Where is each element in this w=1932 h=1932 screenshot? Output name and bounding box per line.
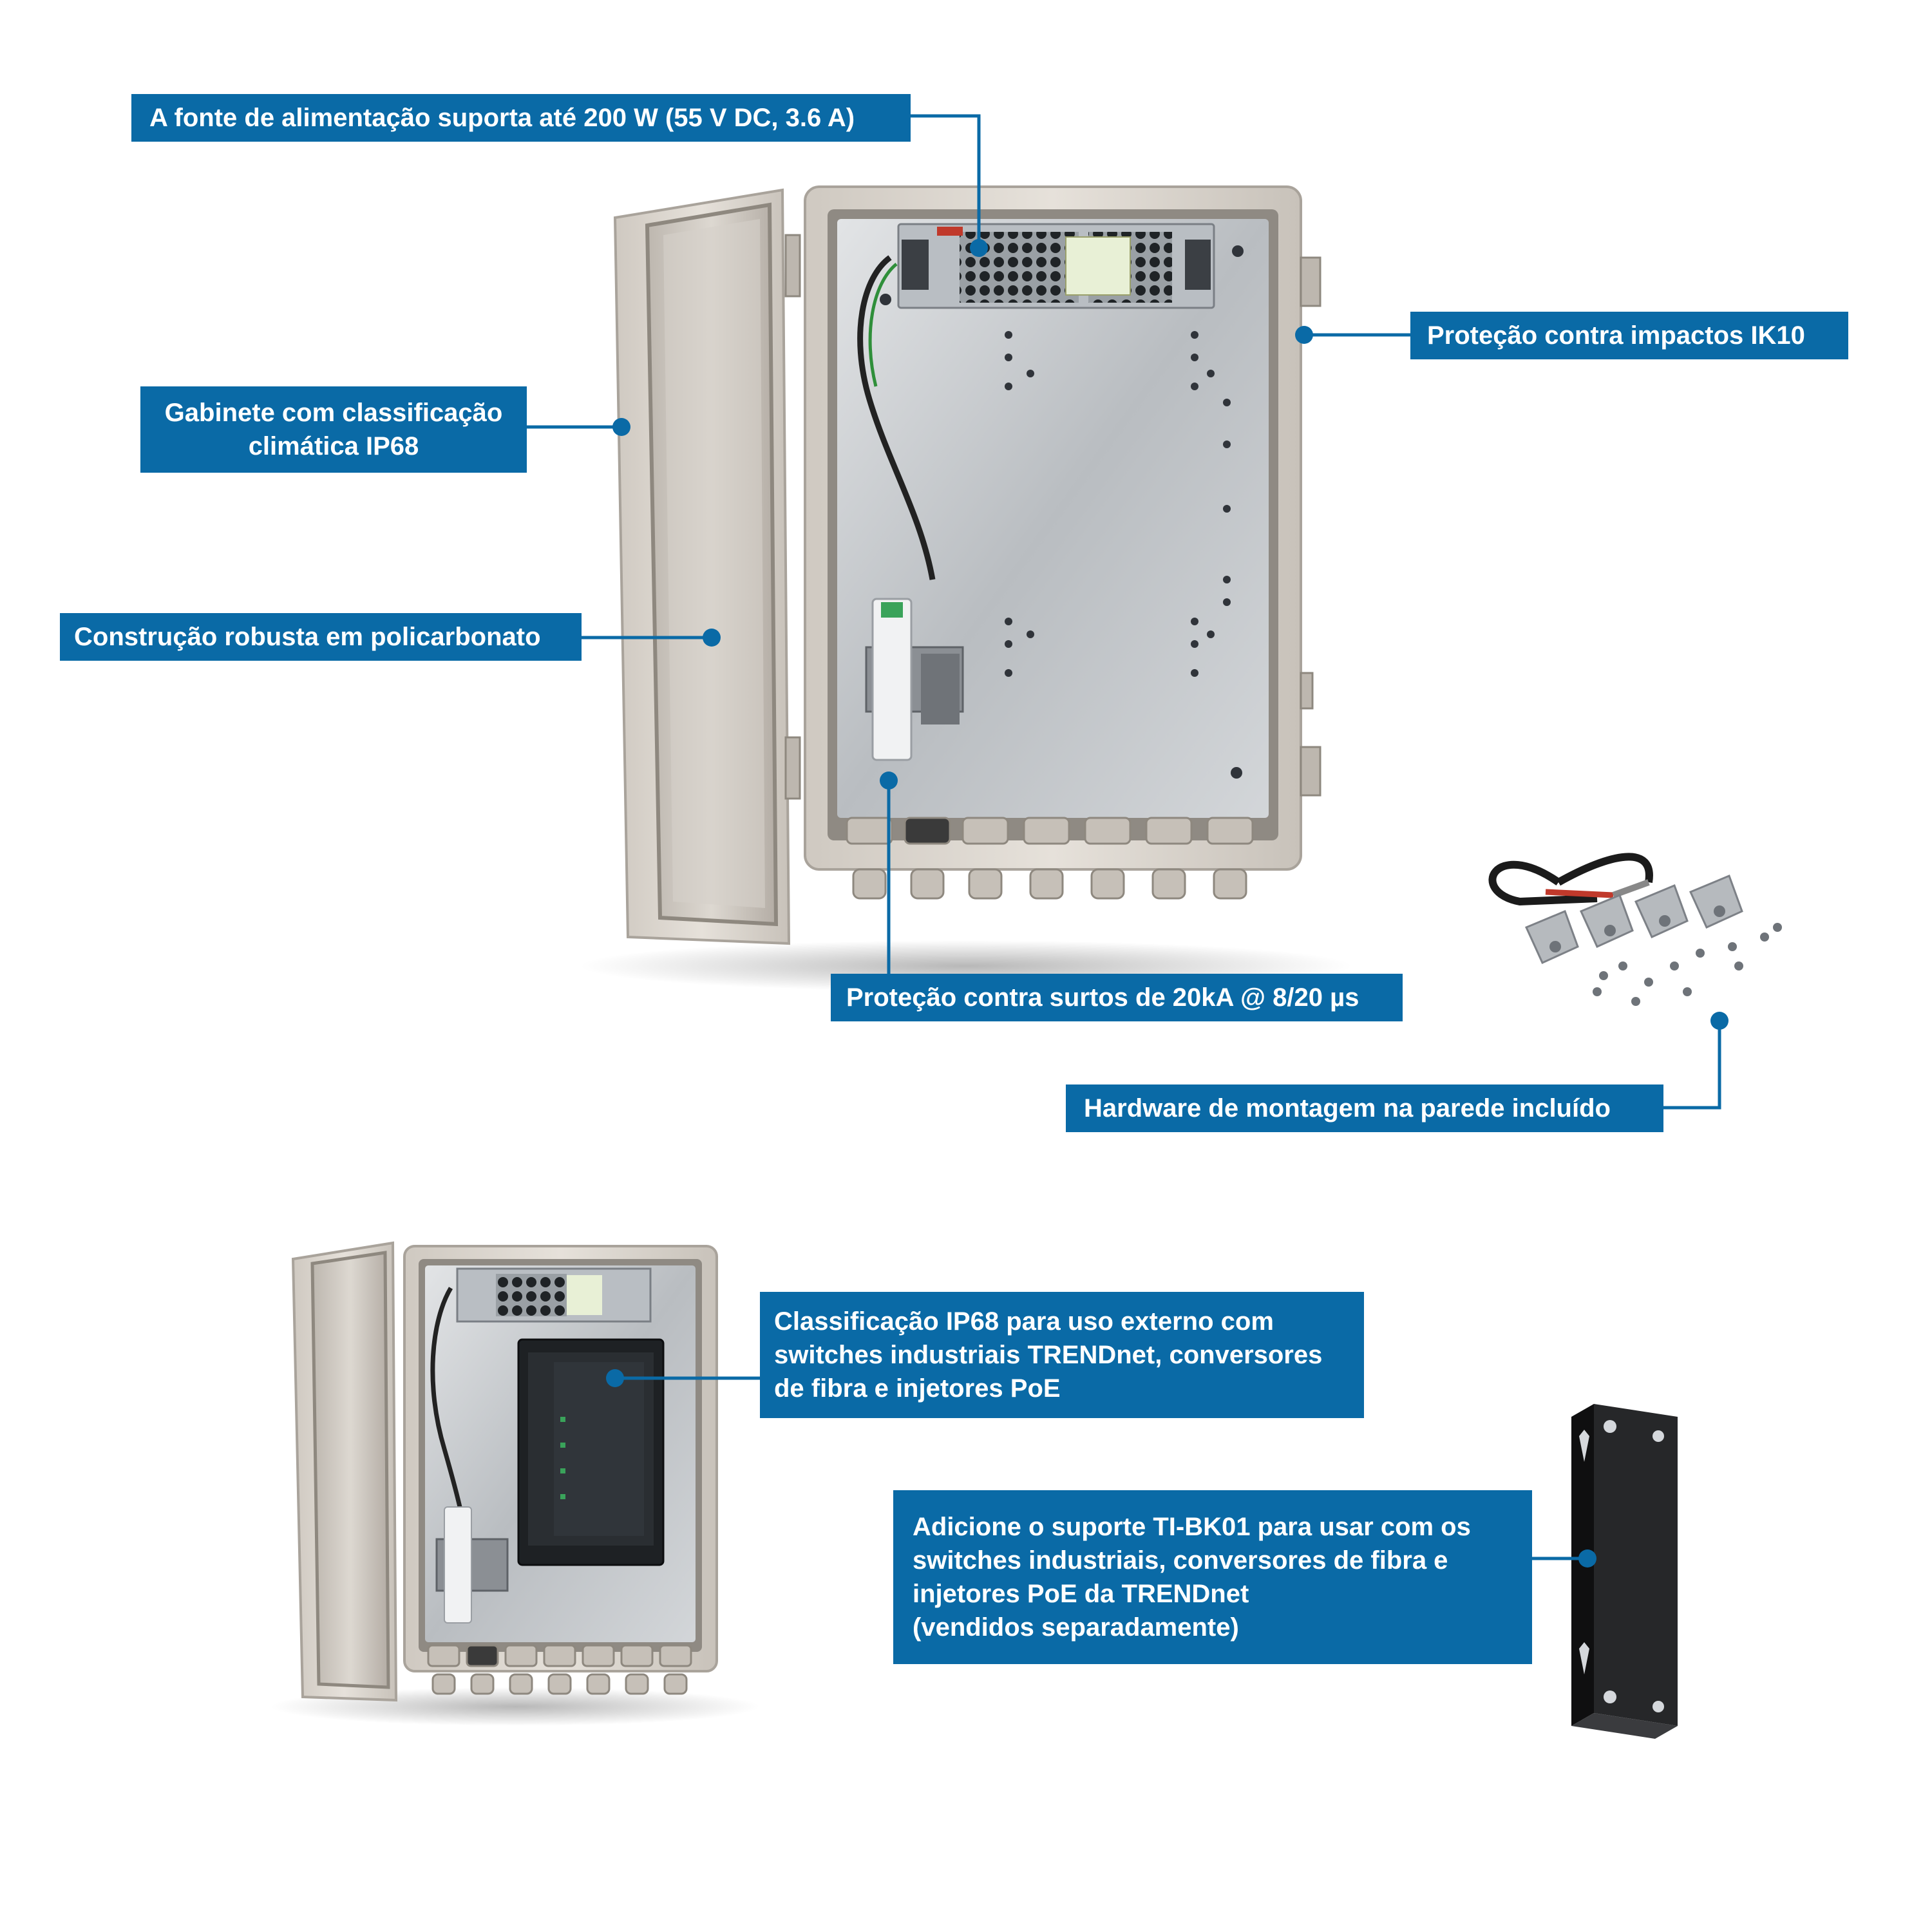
callout-surge-protection-text: Proteção contra surtos de 20kA @ 8/20 µs xyxy=(846,983,1359,1012)
callout-bracket: Adicione o suporte TI-BK01 para usar com… xyxy=(893,1490,1532,1664)
callout-power-supply: A fonte de alimentação suporta até 200 W… xyxy=(131,94,911,142)
callout-bracket-line-4: (vendidos separadamente) xyxy=(913,1613,1239,1642)
bracket-ti-bk01 xyxy=(1571,1404,1678,1739)
callout-dots xyxy=(606,239,1728,1567)
enclosure-small xyxy=(270,1241,760,1726)
callout-surge-protection: Proteção contra surtos de 20kA @ 8/20 µs xyxy=(831,974,1403,1021)
surge-protector xyxy=(865,598,964,761)
callout-bracket-line-3: injetores PoE da TRENDnet xyxy=(913,1580,1249,1608)
callout-outdoor-use-line-1: Classificação IP68 para uso externo com xyxy=(774,1307,1274,1336)
callout-outdoor-use-line-3: de fibra e injetores PoE xyxy=(774,1374,1061,1403)
enclosure-door xyxy=(613,188,801,945)
callout-mounting-hardware-text: Hardware de montagem na parede incluído xyxy=(1084,1094,1611,1122)
callout-impact-protection: Proteção contra impactos IK10 xyxy=(1410,312,1848,359)
wall-mount-hardware xyxy=(1488,853,1782,1006)
enclosure-body xyxy=(804,185,1321,900)
callout-impact-protection-text: Proteção contra impactos IK10 xyxy=(1427,321,1805,350)
power-supply-unit xyxy=(897,223,1215,309)
callout-outdoor-use: Classificação IP68 para uso externo com … xyxy=(760,1292,1364,1418)
callout-polycarbonate-text: Construção robusta em policarbonato xyxy=(74,623,541,651)
callout-connectors xyxy=(527,114,1721,1560)
industrial-switch xyxy=(517,1338,665,1566)
cable-glands xyxy=(846,817,1254,900)
callout-mounting-hardware: Hardware de montagem na parede incluído xyxy=(1066,1084,1663,1132)
callout-bracket-line-1: Adicione o suporte TI-BK01 para usar com… xyxy=(913,1513,1471,1541)
callout-weather-rating: Gabinete com classificação climática IP6… xyxy=(140,386,527,473)
callout-polycarbonate: Construção robusta em policarbonato xyxy=(60,613,582,661)
callout-bracket-line-2: switches industriais, conversores de fib… xyxy=(913,1546,1448,1575)
callout-outdoor-use-line-2: switches industriais TRENDnet, conversor… xyxy=(774,1341,1323,1369)
callout-weather-rating-line-1: Gabinete com classificação xyxy=(164,399,503,427)
enclosure-large xyxy=(580,185,1352,992)
callout-power-supply-text: A fonte de alimentação suporta até 200 W… xyxy=(149,104,855,132)
callout-weather-rating-line-2: climática IP68 xyxy=(248,432,419,460)
